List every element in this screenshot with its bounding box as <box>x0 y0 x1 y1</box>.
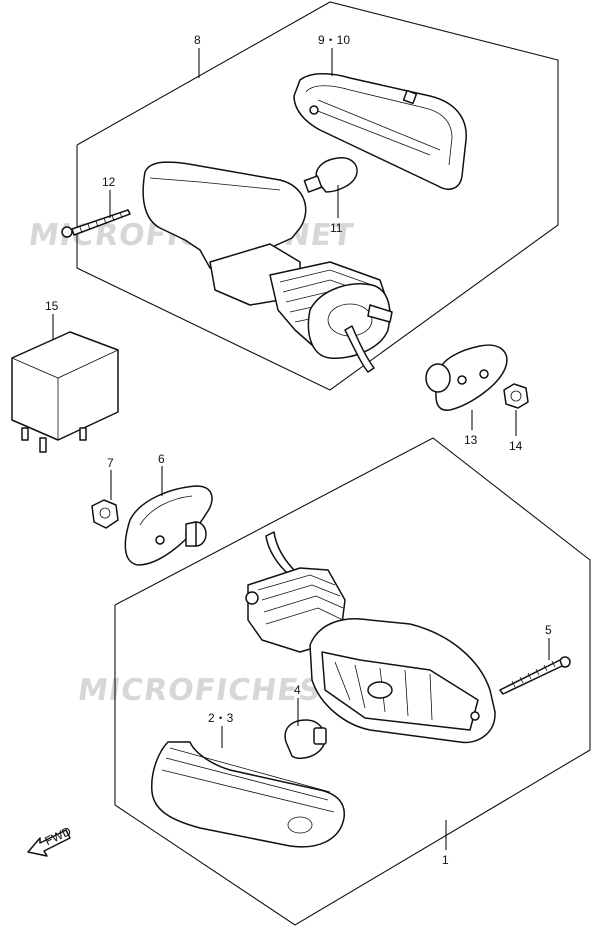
forward-arrow-icon: FWD <box>27 824 74 857</box>
callout-11: 11 <box>330 221 343 235</box>
screw-part-5 <box>499 656 571 695</box>
callout-5: 5 <box>545 623 552 637</box>
callout-12: 12 <box>102 175 116 189</box>
relay-part-15 <box>11 331 119 453</box>
rear-turn-housing-part <box>142 161 393 373</box>
rear-turn-lens-part <box>293 73 467 190</box>
screw-part-12 <box>61 209 131 238</box>
bulb-part-11 <box>303 157 358 193</box>
bottom-assembly-box <box>114 437 591 926</box>
callout-7: 7 <box>107 456 114 470</box>
callout-14: 14 <box>509 439 523 453</box>
front-turn-lens-part <box>151 741 346 848</box>
front-turn-housing-part <box>245 531 496 744</box>
callout-2-3: 2・3 <box>208 711 234 725</box>
bulb-part-4 <box>284 719 327 760</box>
callout-6: 6 <box>158 452 165 466</box>
callout-8: 8 <box>194 33 201 47</box>
grommet-part-13 <box>425 344 508 411</box>
callout-9-10: 9・10 <box>318 33 350 47</box>
top-assembly-box <box>76 1 559 391</box>
callout-13: 13 <box>464 433 478 447</box>
callout-4: 4 <box>294 683 301 697</box>
nut-part-14 <box>503 383 529 409</box>
callout-15: 15 <box>45 299 59 313</box>
nut-part-7 <box>91 499 119 529</box>
grommet-part-6 <box>124 485 213 566</box>
leader-lines <box>52 48 550 850</box>
callout-1: 1 <box>442 853 449 867</box>
